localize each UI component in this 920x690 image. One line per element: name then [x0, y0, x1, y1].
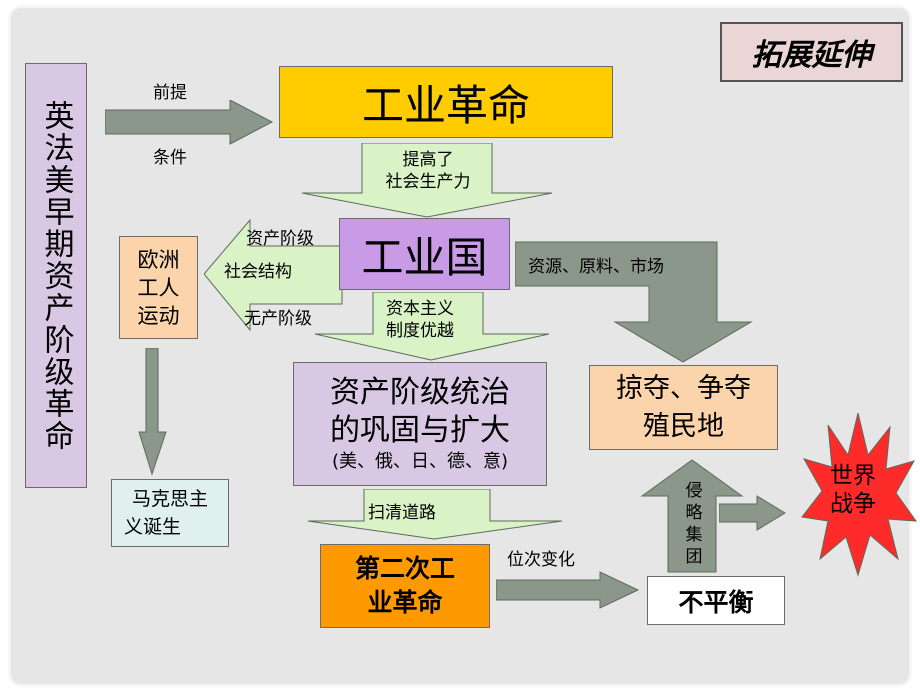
world-war-text: 世界 战争 [830, 463, 876, 517]
second-industrial-line: 业革命 [367, 588, 443, 617]
bourgeoisie-label: 资产阶级 [246, 229, 314, 249]
capitalist-superiority-label: 资本主义 制度优越 [386, 299, 454, 341]
imbalance-text: 不平衡 [678, 587, 754, 617]
european-workers-line: 工人 [137, 275, 180, 300]
arrow-resources-markets [515, 241, 753, 363]
imbalance-box: 不平衡 [647, 576, 785, 625]
early-bourgeois-revolutions-box: 英法美早期资产阶级革命 [25, 63, 87, 488]
industrial-nations-box: 工业国 [339, 218, 510, 290]
arrow-premise [105, 100, 274, 145]
bourgeois-rule-box: 资产阶级统治 的巩固与扩大 (美、俄、日、德、意) [293, 362, 547, 486]
bourgeois-rule-countries: (美、俄、日、德、意) [331, 451, 509, 472]
bourgeois-rule-line: 的巩固与扩大 [330, 413, 510, 448]
arrow-clear-the-way [307, 489, 563, 540]
title-box: 拓展延伸 [720, 22, 903, 82]
industrial-revolution-box: 工业革命 [279, 66, 613, 138]
world-war-burst [801, 412, 918, 577]
industrial-nations-text: 工业国 [361, 232, 488, 282]
marxism-box: 马克思主 义诞生 [111, 479, 229, 547]
plunder-colonies-line: 掠夺、争夺 [616, 372, 751, 404]
arrow-workers-to-marxism [138, 348, 167, 476]
second-industrial-revolution-box: 第二次工 业革命 [320, 544, 490, 628]
social-structure-label: 社会结构 [224, 262, 292, 282]
position-change-label: 位次变化 [507, 550, 575, 570]
premise-label: 前提 [153, 83, 187, 103]
early-bourgeois-revolutions-text: 英法美早期资产阶级革命 [38, 99, 74, 452]
plunder-colonies-box: 掠夺、争夺 殖民地 [589, 365, 778, 450]
arrow-to-world-war [719, 495, 786, 531]
european-workers-line: 运动 [137, 303, 180, 328]
arrow-position-change [496, 571, 640, 609]
industrial-revolution-text: 工业革命 [361, 80, 530, 130]
resources-markets-label: 资源、原料、市场 [528, 257, 664, 277]
arrow-raise-productivity [301, 143, 553, 218]
bourgeois-rule-line: 资产阶级统治 [330, 375, 510, 410]
european-workers-line: 欧洲 [137, 247, 180, 272]
arrow-capitalist-superiority [314, 292, 550, 361]
arrow-aggressive-blocs [640, 459, 744, 573]
european-workers-movement-box: 欧洲 工人 运动 [119, 236, 198, 339]
title-text: 拓展延伸 [751, 38, 872, 73]
raise-productivity-label: 提高了 社会生产力 [385, 150, 471, 192]
marxism-line: 马克思主 [131, 488, 208, 510]
second-industrial-line: 第二次工 [354, 554, 455, 583]
clear-the-way-label: 扫清道路 [368, 503, 436, 523]
plunder-colonies-line: 殖民地 [643, 410, 724, 442]
marxism-line: 义诞生 [124, 516, 182, 538]
aggressive-blocs-label: 侵 略 集 团 [685, 481, 703, 567]
condition-label: 条件 [153, 148, 187, 168]
proletariat-label: 无产阶级 [244, 309, 312, 329]
